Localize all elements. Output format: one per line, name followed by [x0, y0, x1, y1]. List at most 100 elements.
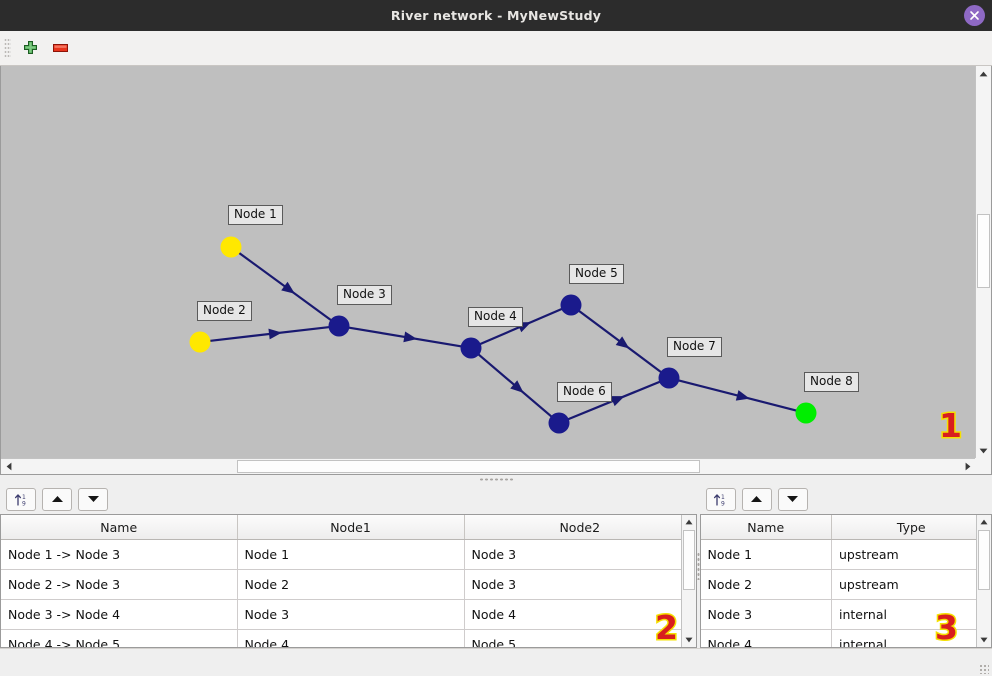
scroll-down-icon[interactable]: [976, 443, 991, 458]
title-bar: River network - MyNewStudy: [0, 0, 992, 31]
node-label-node-7[interactable]: Node 7: [667, 337, 722, 357]
toolbar-drag-handle[interactable]: [4, 38, 11, 58]
node-label-node-8[interactable]: Node 8: [804, 372, 859, 392]
nodes-column-header-type[interactable]: Type: [831, 515, 991, 540]
svg-text:1: 1: [721, 494, 725, 501]
window-resize-grip[interactable]: [979, 664, 989, 674]
nodes-cell-name[interactable]: Node 4: [700, 629, 832, 647]
canvas-vertical-scrollbar[interactable]: [975, 66, 991, 458]
edge-arrow-icon: [615, 336, 630, 349]
reaches-cell-node1[interactable]: Node 1: [237, 539, 465, 570]
scrollbar-corner: [975, 458, 991, 474]
node-label-node-2[interactable]: Node 2: [197, 301, 252, 321]
nodes-cell-type[interactable]: upstream: [831, 539, 991, 570]
main-toolbar: [0, 31, 992, 66]
reaches-cell-node2[interactable]: Node 4: [464, 599, 696, 630]
graph-node-node-6[interactable]: [548, 412, 570, 434]
reaches-column-header-node2[interactable]: Node2: [464, 515, 695, 540]
nodes-cell-name[interactable]: Node 2: [700, 569, 832, 600]
reaches-cell-name[interactable]: Node 1 -> Node 3: [1, 539, 238, 570]
graph-node-node-4[interactable]: [460, 337, 482, 359]
arrow-up-icon[interactable]: [42, 487, 72, 511]
nodes-cell-type[interactable]: internal: [831, 629, 991, 647]
reaches-column-header-name[interactable]: Name: [1, 515, 238, 540]
svg-text:1: 1: [22, 494, 26, 501]
close-icon[interactable]: [964, 5, 985, 26]
node-label-node-3[interactable]: Node 3: [337, 285, 392, 305]
add-plus-icon[interactable]: [15, 35, 45, 61]
node-label-node-5[interactable]: Node 5: [569, 264, 624, 284]
arrow-down-icon[interactable]: [777, 487, 808, 511]
remove-minus-icon[interactable]: [45, 35, 75, 61]
reaches-cell-node2[interactable]: Node 5: [464, 629, 696, 647]
scroll-up-icon[interactable]: [976, 66, 991, 81]
reaches-vertical-scroll-thumb[interactable]: [682, 530, 695, 590]
reaches-scroll-up-icon[interactable]: [682, 515, 696, 529]
nodes-column-header-name[interactable]: Name: [700, 515, 832, 540]
network-canvas-viewport[interactable]: Node 1 Node 2 Node 3 Node 4 Node 5 Node 6 Node…: [1, 66, 975, 458]
arrow-up-icon[interactable]: [741, 487, 772, 511]
nodes-cell-type[interactable]: internal: [831, 599, 991, 630]
node-label-node-4[interactable]: Node 4: [468, 307, 523, 327]
reaches-column-header-node1[interactable]: Node1: [237, 515, 465, 540]
node-label-node-6[interactable]: Node 6: [557, 382, 612, 402]
horizontal-splitter[interactable]: [0, 475, 992, 484]
graph-node-node-3[interactable]: [328, 315, 350, 337]
canvas-vertical-scroll-thumb[interactable]: [977, 214, 990, 288]
reaches-cell-name[interactable]: Node 3 -> Node 4: [1, 599, 238, 630]
nodes-vertical-scroll-thumb[interactable]: [978, 530, 990, 590]
graph-node-node-1[interactable]: [220, 236, 242, 258]
reaches-scroll-down-icon[interactable]: [682, 633, 696, 647]
vertical-splitter[interactable]: [696, 484, 700, 648]
river-network-graph: [189, 236, 817, 434]
node-label-node-1[interactable]: Node 1: [228, 205, 283, 225]
canvas-horizontal-scrollbar[interactable]: [1, 458, 975, 474]
arrow-down-icon[interactable]: [78, 487, 108, 511]
annotation-marker-3: 3: [934, 608, 960, 647]
reaches-cell-node1[interactable]: Node 3: [237, 599, 465, 630]
scroll-right-icon[interactable]: [960, 459, 975, 474]
nodes-vertical-scrollbar[interactable]: [976, 515, 991, 647]
nodes-scroll-down-icon[interactable]: [977, 633, 991, 647]
reaches-cell-name[interactable]: Node 4 -> Node 5: [1, 629, 238, 647]
network-canvas[interactable]: Node 1 Node 2 Node 3 Node 4 Node 5 Node 6 Node…: [0, 66, 992, 475]
nodes-cell-type[interactable]: upstream: [831, 569, 991, 600]
reaches-cell-node1[interactable]: Node 4: [237, 629, 465, 647]
reaches-vertical-scrollbar[interactable]: [680, 515, 696, 647]
sort-icon[interactable]: 1 9: [6, 487, 36, 511]
nodes-cell-name[interactable]: Node 1: [700, 539, 832, 570]
nodes-cell-name[interactable]: Node 3: [700, 599, 832, 630]
sort-icon[interactable]: 1 9: [705, 487, 736, 511]
edge-arrow-icon: [281, 281, 295, 294]
reaches-cell-node2[interactable]: Node 3: [464, 569, 696, 600]
scroll-left-icon[interactable]: [1, 459, 16, 474]
reaches-cell-node2[interactable]: Node 3: [464, 539, 696, 570]
window-title: River network - MyNewStudy: [390, 8, 602, 23]
svg-text:9: 9: [721, 500, 725, 507]
graph-node-node-8[interactable]: [795, 402, 817, 424]
canvas-horizontal-scroll-thumb[interactable]: [237, 460, 700, 473]
graph-node-node-7[interactable]: [658, 367, 680, 389]
nodes-scroll-up-icon[interactable]: [977, 515, 991, 529]
reaches-cell-node1[interactable]: Node 2: [237, 569, 465, 600]
graph-node-node-5[interactable]: [560, 294, 582, 316]
graph-node-node-2[interactable]: [189, 331, 211, 353]
reaches-cell-name[interactable]: Node 2 -> Node 3: [1, 569, 238, 600]
